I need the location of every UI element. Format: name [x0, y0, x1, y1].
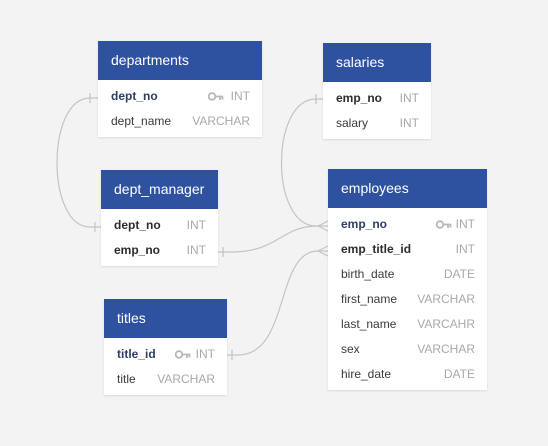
field-row[interactable]: dept_no INT	[101, 213, 218, 238]
table-title: employees	[328, 169, 487, 208]
field-row[interactable]: first_name VARCHAR	[328, 287, 487, 312]
field-type: INT	[455, 217, 475, 231]
table-titles[interactable]: titles title_id INT title VARCHAR	[104, 299, 227, 395]
field-name: emp_no	[114, 243, 161, 257]
table-employees[interactable]: employees emp_no INT emp_title_id INT bi…	[328, 169, 487, 390]
field-name: last_name	[341, 317, 397, 331]
field-name: first_name	[341, 292, 398, 306]
field-row[interactable]: salary INT	[323, 111, 431, 136]
field-row[interactable]: title VARCHAR	[104, 367, 227, 392]
field-name: dept_no	[111, 89, 158, 103]
field-type: INT	[230, 89, 250, 103]
field-row[interactable]: birth_date DATE	[328, 262, 487, 287]
field-type: INT	[399, 91, 419, 105]
field-row[interactable]: dept_name VARCHAR	[98, 109, 262, 134]
field-name: title_id	[117, 347, 156, 361]
link-dept-manager-employees	[218, 225, 319, 253]
field-row[interactable]: emp_no INT	[328, 212, 487, 237]
field-type: DATE	[443, 267, 475, 281]
link-titles-employees	[227, 250, 328, 356]
table-dept-manager[interactable]: dept_manager dept_no INT emp_no INT	[101, 170, 218, 266]
link-many-marker	[317, 245, 329, 257]
field-name: emp_no	[341, 217, 388, 231]
field-row[interactable]: sex VARCHAR	[328, 337, 487, 362]
key-icon	[436, 212, 452, 237]
field-name: birth_date	[341, 267, 395, 281]
field-row[interactable]: emp_no INT	[101, 238, 218, 263]
field-row[interactable]: last_name VARCAHR	[328, 312, 487, 337]
key-icon	[175, 342, 191, 367]
field-type: VARCHAR	[157, 372, 215, 386]
field-name: salary	[336, 116, 369, 130]
field-type: VARCHAR	[417, 342, 475, 356]
field-name: dept_name	[111, 114, 172, 128]
field-name: emp_no	[336, 91, 383, 105]
field-type: INT	[186, 243, 206, 257]
table-salaries[interactable]: salaries emp_no INT salary INT	[323, 43, 431, 139]
field-row[interactable]: dept_no INT	[98, 84, 262, 109]
link-salaries-employees	[281, 98, 328, 227]
field-row[interactable]: emp_no INT	[323, 86, 431, 111]
field-row[interactable]: emp_title_id INT	[328, 237, 487, 262]
field-type: VARCHAR	[192, 114, 250, 128]
field-row[interactable]: hire_date DATE	[328, 362, 487, 387]
key-icon	[208, 84, 224, 109]
link-many-marker	[317, 220, 329, 232]
field-type: INT	[399, 116, 419, 130]
field-name: sex	[341, 342, 360, 356]
table-departments[interactable]: departments dept_no INT dept_name VARCHA…	[98, 41, 262, 137]
table-title: dept_manager	[101, 170, 218, 209]
field-type: VARCHAR	[417, 292, 475, 306]
field-name: emp_title_id	[341, 242, 412, 256]
field-type: INT	[186, 218, 206, 232]
table-title: salaries	[323, 43, 431, 82]
field-name: hire_date	[341, 367, 392, 381]
field-name: dept_no	[114, 218, 161, 232]
table-title: departments	[98, 41, 262, 80]
field-type: DATE	[443, 367, 475, 381]
field-type: VARCAHR	[417, 317, 475, 331]
link-departments-dept-manager	[56, 97, 101, 228]
table-title: titles	[104, 299, 227, 338]
field-row[interactable]: title_id INT	[104, 342, 227, 367]
field-name: title	[117, 372, 136, 386]
field-type: INT	[455, 242, 475, 256]
field-type: INT	[195, 347, 215, 361]
